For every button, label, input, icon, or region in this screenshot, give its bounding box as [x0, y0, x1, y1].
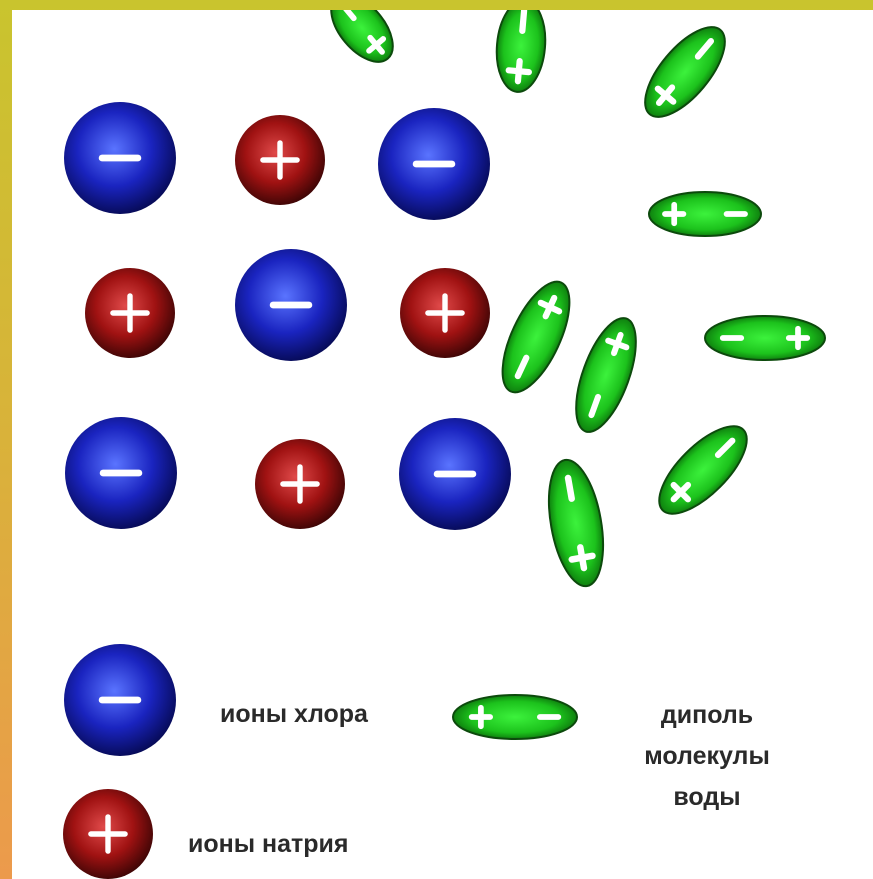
chloride-ion-7	[65, 417, 177, 529]
chloride-ion-3	[378, 108, 490, 220]
sodium-ion-2	[235, 115, 325, 205]
chloride-ion-10	[64, 644, 176, 756]
dipole-label-line-3: воды	[632, 777, 782, 818]
water-dipole-9	[540, 456, 611, 591]
dipole-label-line-2: молекулы	[632, 736, 782, 777]
chloride-ion-9	[399, 418, 511, 530]
sodium-ions-label: ионы натрия	[188, 830, 349, 859]
water-dipole-3	[631, 14, 738, 129]
chloride-ion-5	[235, 249, 347, 361]
water-dipole-2	[493, 10, 549, 94]
water-dipole-1	[319, 10, 404, 73]
sodium-ion-11	[63, 789, 153, 879]
sodium-ion-8	[255, 439, 345, 529]
water-dipole-7	[705, 316, 825, 360]
ion-lattice	[63, 102, 511, 879]
water-dipole-4	[649, 192, 761, 236]
legend-dipole	[453, 695, 577, 739]
chloride-ion-1	[64, 102, 176, 214]
diagram-panel: ионы хлора ионы натрия диполь молекулы в…	[12, 10, 873, 879]
sodium-ion-4	[85, 268, 175, 358]
sodium-ion-6	[400, 268, 490, 358]
water-dipole-5	[489, 272, 583, 401]
water-dipoles	[319, 10, 825, 739]
water-dipole-8	[646, 413, 761, 528]
dipole-label-line-1: диполь	[632, 695, 782, 736]
chloride-ions-label: ионы хлора	[220, 700, 368, 729]
water-dipole-6	[564, 311, 648, 439]
dipole-label: диполь молекулы воды	[632, 695, 782, 818]
